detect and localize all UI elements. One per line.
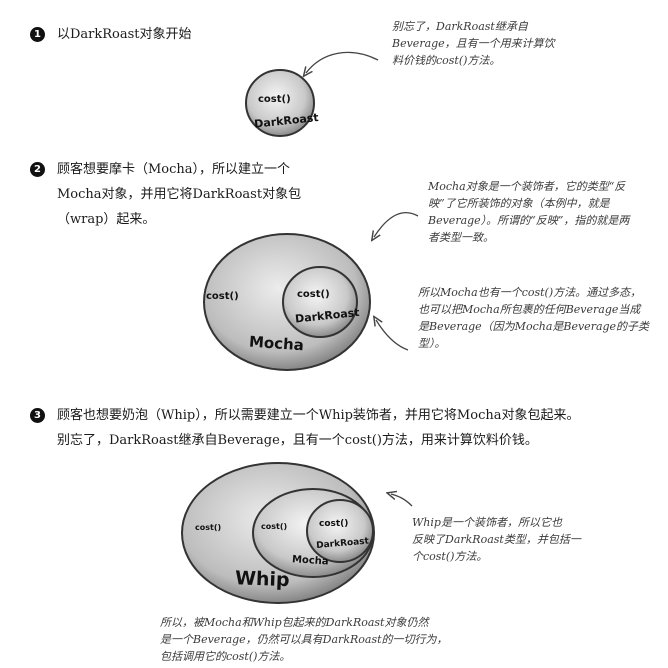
note-line: 所以Mocha也有一个cost()方法。通过多态， bbox=[418, 286, 642, 299]
step-3: 3 顾客也想要奶泡（Whip），所以需要建立一个Whip装饰者，并用它将Mocha… bbox=[30, 403, 579, 453]
note-line: 是一个Beverage，仍然可以具有DarkRoast的一切行为， bbox=[160, 633, 448, 646]
note-line: 所以，被Mocha和Whip包起来的DarkRoast对象仍然 bbox=[160, 616, 429, 629]
arrow-2 bbox=[374, 212, 419, 237]
step-text: （wrap）起来。 bbox=[57, 212, 156, 227]
note-line: 是Beverage（因为Mocha是Beverage的子类 bbox=[418, 320, 650, 333]
note-line: Whip是一个装饰者，所以它也 bbox=[412, 516, 562, 529]
mocha-cost-label: cost() bbox=[206, 291, 239, 302]
step-1: 1 以DarkRoast对象开始 bbox=[30, 22, 192, 47]
mocha-cost-label: cost() bbox=[261, 522, 287, 531]
whip-cost-label: cost() bbox=[195, 523, 221, 532]
step-text: Mocha对象，并用它将DarkRoast对象包 bbox=[57, 187, 302, 202]
note-mocha-decorator: Mocha对象是一个装饰者，它的类型“反 映”了它所装饰的对象（本例中，就是 B… bbox=[428, 178, 629, 246]
step-text: 别忘了，DarkRoast继承自Beverage，且有一个cost()方法，用来… bbox=[57, 433, 538, 448]
note-still-beverage: 所以，被Mocha和Whip包起来的DarkRoast对象仍然 是一个Bever… bbox=[160, 614, 448, 665]
arrow-3 bbox=[376, 320, 409, 351]
darkroast-object-1: cost() DarkRoast bbox=[245, 69, 319, 137]
note-line: 料价钱的cost()方法。 bbox=[392, 54, 501, 67]
note-line: 者类型一致。 bbox=[428, 231, 494, 244]
note-line: 别忘了，DarkRoast继承自 bbox=[392, 20, 528, 33]
whip-label: Whip bbox=[235, 567, 290, 591]
note-line: Beverage，且有一个用来计算饮 bbox=[392, 37, 555, 50]
arrow-1 bbox=[306, 51, 379, 73]
step-number: 2 bbox=[30, 162, 45, 177]
mocha-label: Mocha bbox=[292, 554, 329, 568]
note-line: 型）。 bbox=[418, 337, 446, 350]
step-text: 顾客想要摩卡（Mocha），所以建立一个 bbox=[57, 162, 291, 177]
darkroast-label: DarkRoast bbox=[316, 536, 370, 551]
note-darkroast-inherits: 别忘了，DarkRoast继承自 Beverage，且有一个用来计算饮 料价钱的… bbox=[392, 18, 555, 69]
cost-label: cost() bbox=[319, 519, 348, 529]
mocha-label: Mocha bbox=[248, 333, 304, 355]
note-line: Beverage）。所谓的“反映”，指的就是两 bbox=[428, 214, 630, 227]
mocha-object-2: cost() cost() DarkRoast Mocha bbox=[203, 233, 371, 371]
note-whip-decorator: Whip是一个装饰者，所以它也 反映了DarkRoast类型，并包括一 个cos… bbox=[412, 514, 581, 565]
step-number: 1 bbox=[30, 27, 45, 42]
arrow-4 bbox=[391, 494, 413, 507]
note-line: Mocha对象是一个装饰者，它的类型“反 bbox=[428, 180, 626, 193]
step-number: 3 bbox=[30, 408, 45, 423]
cost-label: cost() bbox=[297, 289, 330, 300]
step-2: 2 顾客想要摩卡（Mocha），所以建立一个 Mocha对象，并用它将DarkRo… bbox=[30, 157, 301, 232]
cost-label: cost() bbox=[258, 94, 291, 105]
note-line: 包括调用它的cost()方法。 bbox=[160, 650, 291, 663]
note-line: 反映了DarkRoast类型，并包括一 bbox=[412, 533, 581, 546]
step-text: 顾客也想要奶泡（Whip），所以需要建立一个Whip装饰者，并用它将Mocha对… bbox=[57, 408, 580, 423]
note-line: 个cost()方法。 bbox=[412, 550, 488, 563]
whip-object-3: cost() cost() cost() DarkRoast Mocha Whi… bbox=[181, 462, 375, 604]
note-mocha-polymorphism: 所以Mocha也有一个cost()方法。通过多态， 也可以把Mocha所包裹的任… bbox=[418, 284, 649, 352]
step-text: 以DarkRoast对象开始 bbox=[57, 27, 192, 42]
note-line: 映”了它所装饰的对象（本例中，就是 bbox=[428, 197, 610, 210]
note-line: 也可以把Mocha所包裹的任何Beverage当成 bbox=[418, 303, 641, 316]
